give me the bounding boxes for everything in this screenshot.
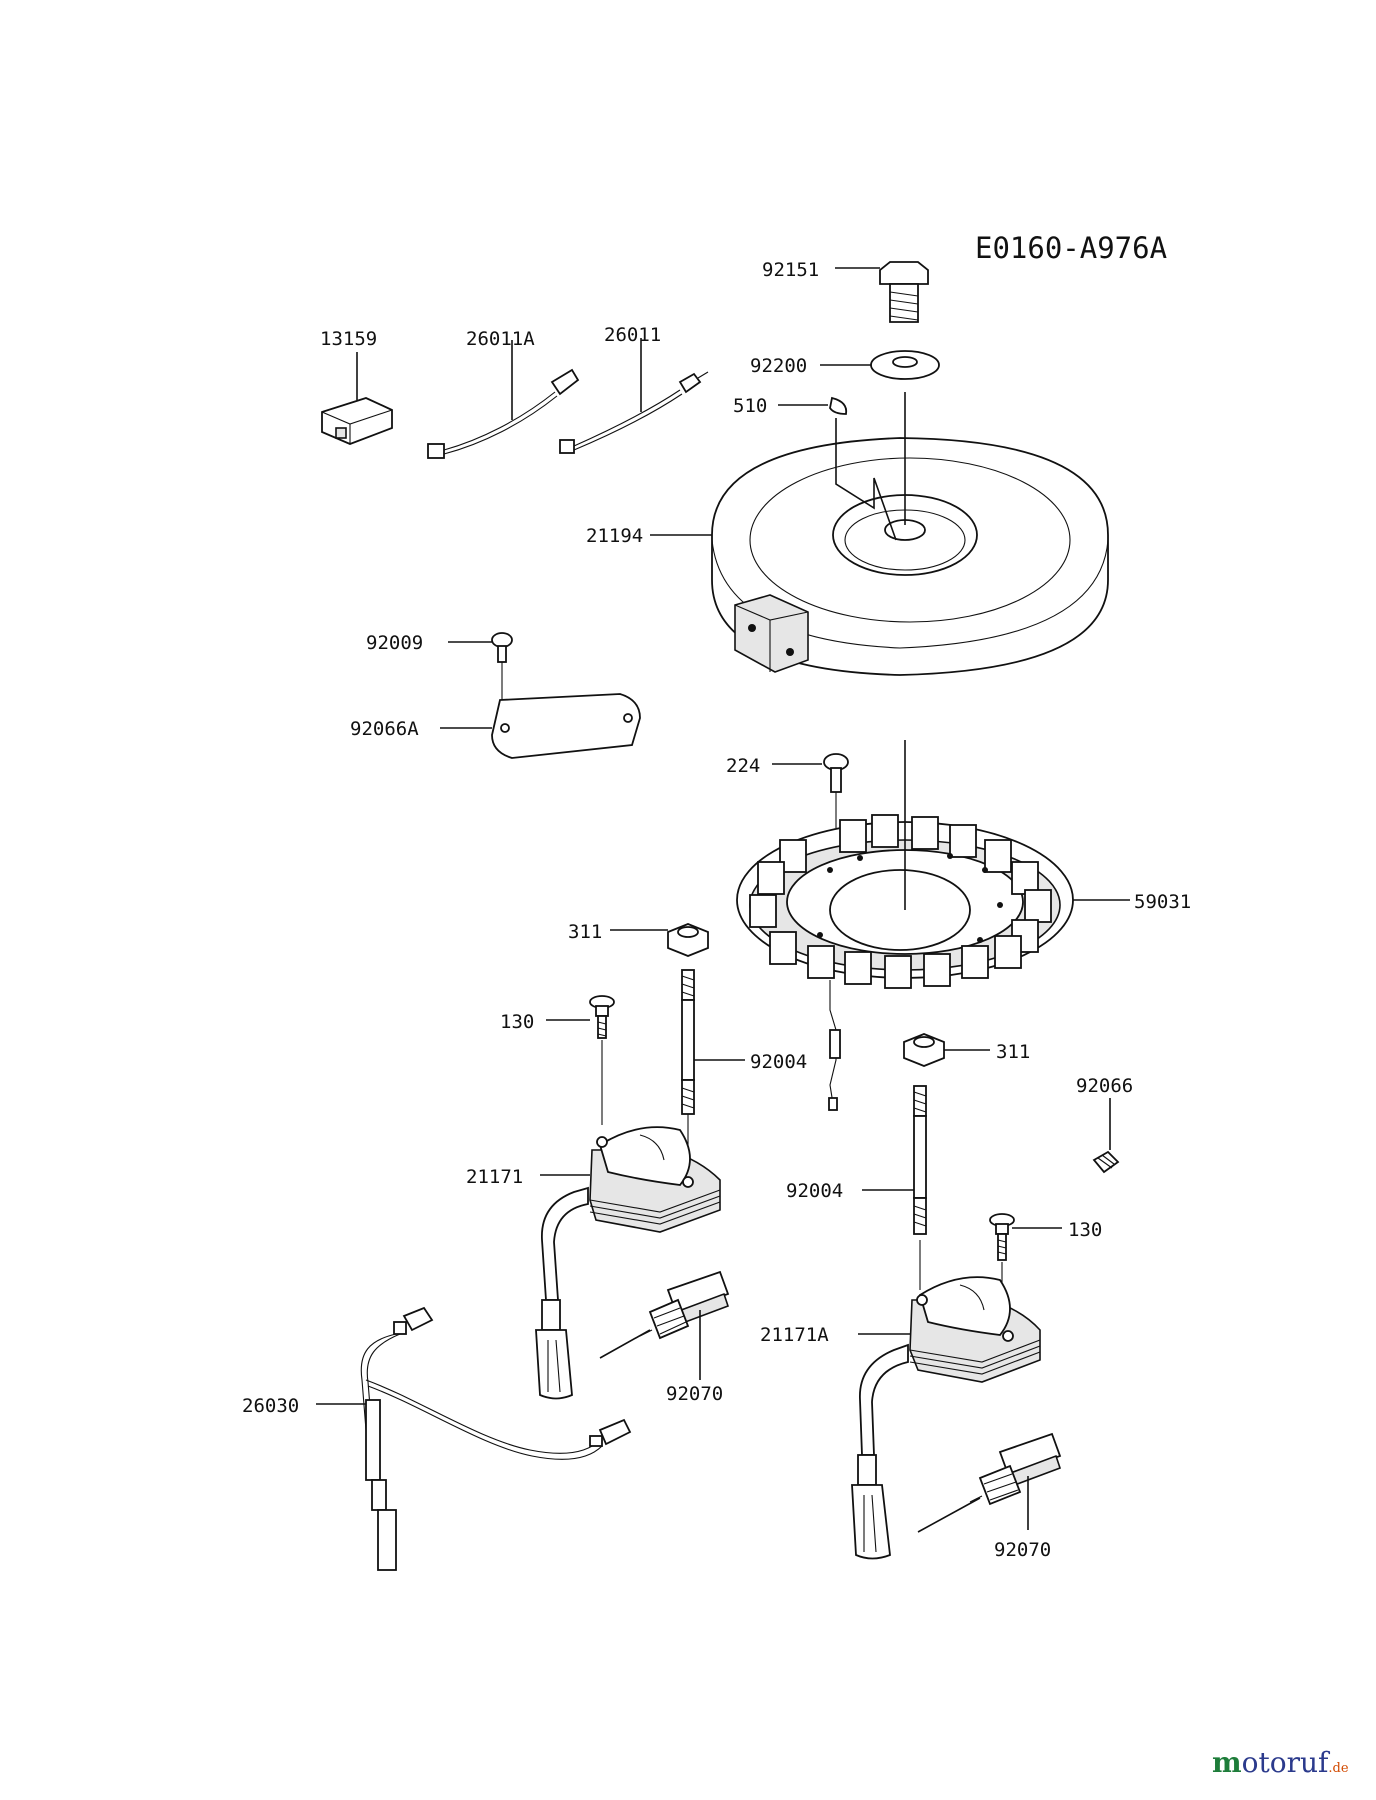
label-26011: 26011 [604, 324, 661, 346]
label-92151: 92151 [762, 259, 819, 281]
part-26030-lead-wire [316, 1306, 632, 1571]
part-92004-stud-left [681, 969, 745, 1150]
label-59031: 59031 [1134, 891, 1191, 913]
label-130-left: 130 [500, 1011, 534, 1033]
watermark-name: otoruf [1241, 1746, 1329, 1779]
label-92070-left: 92070 [666, 1383, 723, 1405]
part-92066A-plate [440, 693, 641, 759]
part-21194-flywheel [650, 392, 1109, 676]
label-13159: 13159 [320, 328, 377, 350]
part-92070-spark-plug-left [599, 1270, 730, 1380]
label-130-right: 130 [1068, 1219, 1102, 1241]
label-224: 224 [726, 755, 760, 777]
part-92066-plug [1092, 1098, 1120, 1174]
label-510: 510 [733, 395, 767, 417]
label-92066A: 92066A [350, 718, 419, 740]
label-92009: 92009 [366, 632, 423, 654]
part-26011A-lead-wire [427, 340, 580, 459]
diagram-code: E0160-A976A [975, 231, 1167, 265]
part-311-nut-left [610, 923, 709, 957]
part-311-nut-right [903, 1033, 990, 1067]
part-92151-bolt [835, 261, 929, 323]
motoruf-watermark: motoruf.de [1212, 1746, 1349, 1779]
part-92070-spark-plug-right [917, 1432, 1062, 1533]
label-311-right: 311 [996, 1041, 1030, 1063]
part-21171-ignition-coil [535, 1126, 721, 1400]
label-92200: 92200 [750, 355, 807, 377]
label-21194: 21194 [586, 525, 643, 547]
label-92004-right: 92004 [786, 1180, 843, 1202]
part-92004-stud-right [862, 1085, 927, 1290]
label-92004-left: 92004 [750, 1051, 807, 1073]
part-224-screw [772, 753, 849, 828]
part-92200-washer [820, 350, 940, 380]
label-21171: 21171 [466, 1166, 523, 1188]
label-26030: 26030 [242, 1395, 299, 1417]
label-21171A: 21171A [760, 1324, 829, 1346]
part-59031-stator [736, 740, 1130, 1111]
part-21171A-ignition-coil [851, 1276, 1041, 1560]
part-26011-lead-wire [559, 338, 709, 454]
part-13159-connector [321, 352, 393, 445]
part-130-bolt-left [546, 995, 615, 1125]
part-510-key [778, 396, 848, 415]
part-92009-screw [448, 632, 513, 700]
label-92066: 92066 [1076, 1075, 1133, 1097]
watermark-tld: .de [1328, 1761, 1349, 1776]
part-130-bolt-right [989, 1213, 1062, 1330]
label-92070-right: 92070 [994, 1539, 1051, 1561]
label-311-left: 311 [568, 921, 602, 943]
watermark-m: m [1212, 1746, 1242, 1779]
label-26011A: 26011A [466, 328, 535, 350]
